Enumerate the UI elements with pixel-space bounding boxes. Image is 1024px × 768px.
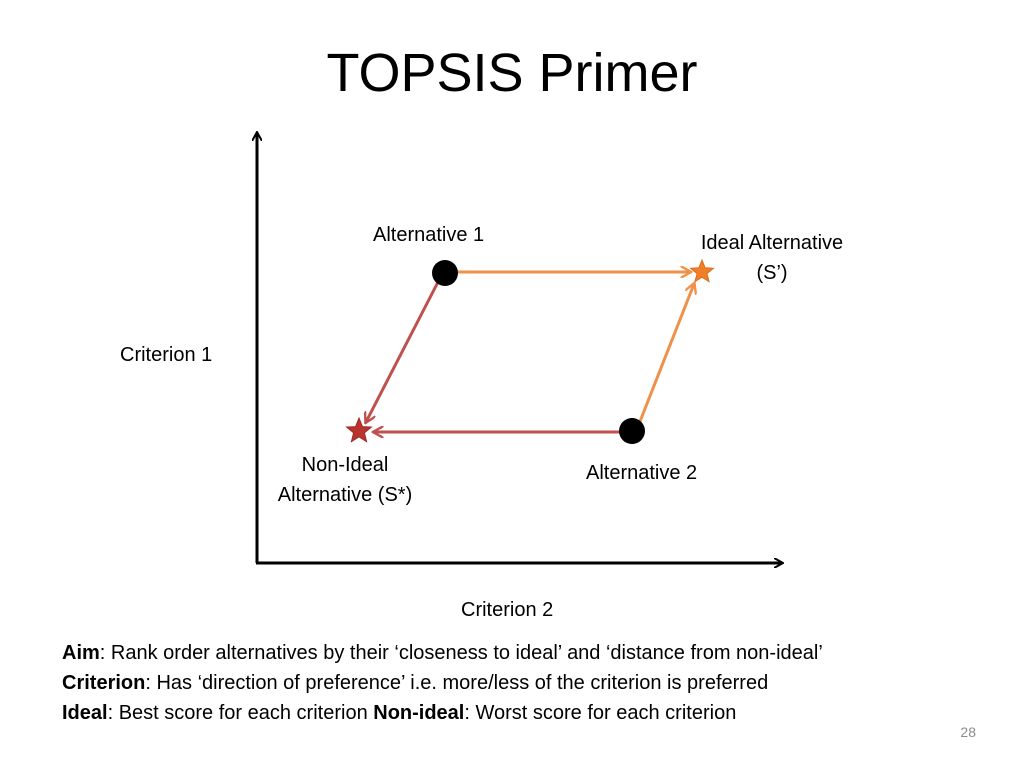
aim-label: Aim xyxy=(62,642,100,664)
ideal-star-icon xyxy=(689,258,715,283)
slide-number: 28 xyxy=(960,724,976,740)
nonideal-label: Non-ideal xyxy=(373,702,465,724)
criterion-label: Criterion xyxy=(62,672,146,694)
slide-title: TOPSIS Primer xyxy=(326,43,698,103)
ideal-line: Ideal: Best score for each criterion Non… xyxy=(62,698,1002,728)
arrow-alt2-to-ideal xyxy=(637,284,694,425)
nonideal-star-icon xyxy=(345,416,373,443)
aim-text: : Rank order alternatives by their ‘clos… xyxy=(99,642,823,664)
criterion-line: Criterion: Has ‘direction of preference’… xyxy=(62,668,1002,698)
alternative-2-point xyxy=(619,418,645,444)
ideal-alternative-label: Ideal Alternative (S’) xyxy=(700,232,844,284)
ideal-text: : Best score for each criterion xyxy=(107,702,374,724)
alternative-1-label: Alternative 1 xyxy=(373,224,485,246)
aim-line: Aim: Rank order alternatives by their ‘c… xyxy=(62,638,1002,668)
arrow-alt1-to-nonideal xyxy=(366,281,440,422)
definitions-text: Aim: Rank order alternatives by their ‘c… xyxy=(62,638,1002,728)
ideal-label: Ideal xyxy=(62,702,108,724)
nonideal-alternative-label: Non-Ideal Alternative (S*) xyxy=(277,454,413,506)
y-axis-label: Criterion 1 xyxy=(120,344,213,366)
nonideal-text: : Worst score for each criterion xyxy=(464,702,737,724)
alternative-2-label: Alternative 2 xyxy=(586,462,698,484)
criterion-text: : Has ‘direction of preference’ i.e. mor… xyxy=(145,672,769,694)
alternative-1-point xyxy=(432,260,458,286)
x-axis-label: Criterion 2 xyxy=(461,599,554,621)
